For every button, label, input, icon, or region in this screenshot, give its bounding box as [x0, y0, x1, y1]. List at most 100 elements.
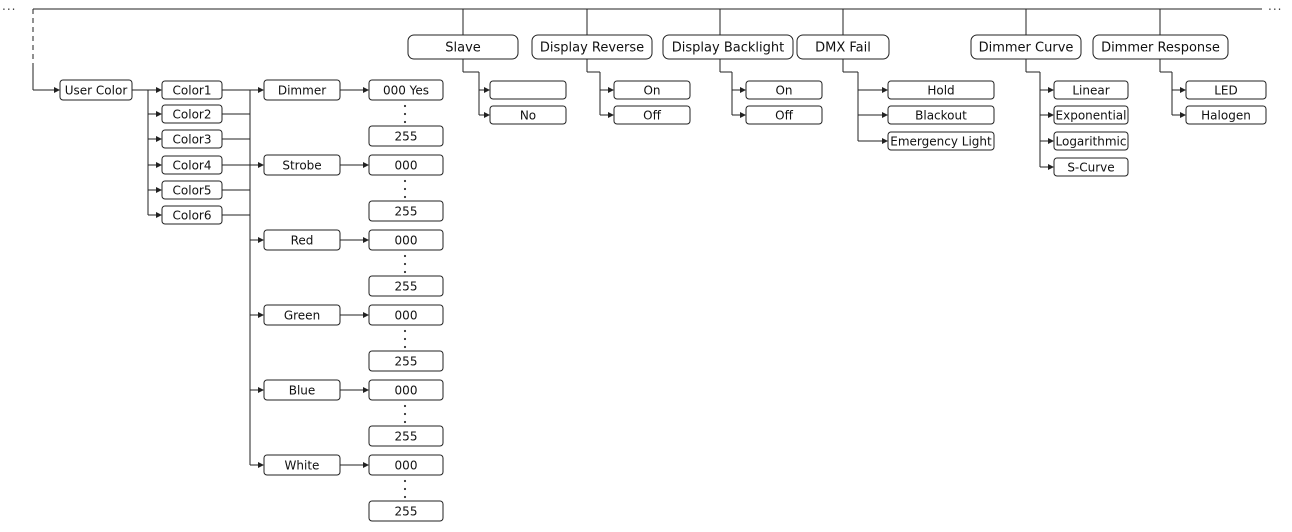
value-max-red-frame	[368, 275, 444, 297]
menu-nodes: ...... User Color Color1Color2Color3Color4…	[2, 0, 1282, 522]
value-max-white: 255	[368, 500, 444, 522]
option-dimmer-response-led-label: LED	[1214, 84, 1238, 98]
continuation-dot	[403, 329, 407, 333]
value-max-blue-frame	[368, 425, 444, 447]
channel-node-dimmer: Dimmer	[263, 79, 341, 101]
arrow-head	[1048, 164, 1054, 170]
color-node-6: Color6	[161, 205, 223, 225]
ellipsis-right: ...	[1268, 0, 1282, 13]
value-max-strobe: 255	[368, 200, 444, 222]
value-min-red-frame	[368, 229, 444, 251]
color-node-2-frame	[161, 104, 223, 124]
value-max-blue-label: 255	[395, 430, 418, 444]
arrow-head	[258, 87, 264, 93]
option-display-reverse-on-label: On	[643, 84, 660, 98]
color-node-1-frame	[161, 80, 223, 100]
option-slave-no-frame	[489, 105, 567, 125]
arrow-head	[740, 87, 746, 93]
value-max-dimmer-frame	[368, 125, 444, 147]
value-min-white-frame	[368, 454, 444, 476]
connector-lines	[32, 8, 1262, 499]
ellipsis-left: ...	[2, 0, 16, 13]
continuation-dot	[403, 112, 407, 116]
option-display-reverse-off: Off	[613, 105, 691, 125]
option-dimmer-response-halogen: Halogen	[1185, 105, 1267, 125]
arrow-head	[1048, 112, 1054, 118]
continuation-dot	[403, 195, 407, 199]
color-node-3-frame	[161, 129, 223, 149]
arrow-head	[258, 237, 264, 243]
continuation-dot	[403, 337, 407, 341]
color-node-5-label: Color5	[173, 184, 212, 198]
arrow-head	[363, 87, 369, 93]
arrow-head	[258, 162, 264, 168]
arrow-head	[156, 187, 162, 193]
continuation-dot	[403, 254, 407, 258]
arrow-head	[258, 312, 264, 318]
menu-display-reverse-frame	[531, 34, 653, 60]
continuation-dot	[403, 179, 407, 183]
menu-dimmer-curve-label: Dimmer Curve	[979, 41, 1074, 56]
value-min-green-frame	[368, 304, 444, 326]
value-min-blue-frame	[368, 379, 444, 401]
color-node-3: Color3	[161, 129, 223, 149]
color-node-4-label: Color4	[173, 159, 212, 173]
option-display-reverse-off-frame	[613, 105, 691, 125]
menu-dimmer-response-frame	[1092, 34, 1229, 60]
channel-node-dimmer-frame	[263, 79, 341, 101]
value-max-blue: 255	[368, 425, 444, 447]
arrow-head	[1180, 87, 1186, 93]
arrow-head	[156, 136, 162, 142]
continuation-dot	[403, 345, 407, 349]
continuation-dot	[403, 270, 407, 274]
value-min-strobe-label: 000	[395, 159, 418, 173]
value-max-strobe-label: 255	[395, 205, 418, 219]
arrow-head	[484, 112, 490, 118]
user-color-node: User Color	[59, 79, 133, 101]
channel-node-strobe: Strobe	[263, 154, 341, 176]
continuation-dot	[403, 487, 407, 491]
arrow-head	[363, 162, 369, 168]
option-dimmer-curve-exponential-label: Exponential	[1056, 109, 1127, 123]
arrow-head	[608, 112, 614, 118]
option-dmx-fail-hold-label: Hold	[927, 84, 954, 98]
continuation-dot	[403, 262, 407, 266]
user-color-node-label: User Color	[65, 84, 128, 98]
arrow-head	[608, 87, 614, 93]
arrow-head	[363, 312, 369, 318]
color-node-4-frame	[161, 155, 223, 175]
channel-node-green-label: Green	[284, 309, 320, 323]
channel-node-red: Red	[263, 229, 341, 251]
arrow-head	[363, 387, 369, 393]
channel-node-strobe-frame	[263, 154, 341, 176]
arrow-head	[156, 162, 162, 168]
option-dmx-fail-emergency-light-label: Emergency Light	[890, 135, 992, 149]
option-dimmer-curve-logarithmic: Logarithmic	[1053, 131, 1129, 151]
option-display-backlight-on-label: On	[775, 84, 792, 98]
arrow-head	[156, 111, 162, 117]
value-min-red-label: 000	[395, 234, 418, 248]
menu-display-reverse: Display Reverse	[531, 34, 653, 60]
continuation-dot	[403, 479, 407, 483]
value-max-dimmer-label: 255	[395, 130, 418, 144]
menu-slave-frame	[407, 34, 519, 60]
arrow-head	[484, 87, 490, 93]
channel-node-green-frame	[263, 304, 341, 326]
channel-node-dimmer-label: Dimmer	[278, 84, 326, 98]
option-dimmer-curve-s-curve: S-Curve	[1053, 157, 1129, 177]
color-node-6-frame	[161, 205, 223, 225]
arrow-head	[156, 212, 162, 218]
value-min-green: 000	[368, 304, 444, 326]
arrow-head	[363, 237, 369, 243]
arrow-head	[1048, 87, 1054, 93]
option-slave-no: No	[489, 105, 567, 125]
option-dmx-fail-emergency-light: Emergency Light	[887, 131, 995, 151]
value-min-dimmer: 000 Yes	[368, 79, 444, 101]
color-node-1: Color1	[161, 80, 223, 100]
channel-node-blue-frame	[263, 379, 341, 401]
value-min-blue-label: 000	[395, 384, 418, 398]
option-dimmer-response-led: LED	[1185, 80, 1267, 100]
color-node-2-label: Color2	[173, 108, 212, 122]
option-dimmer-response-led-frame	[1185, 80, 1267, 100]
